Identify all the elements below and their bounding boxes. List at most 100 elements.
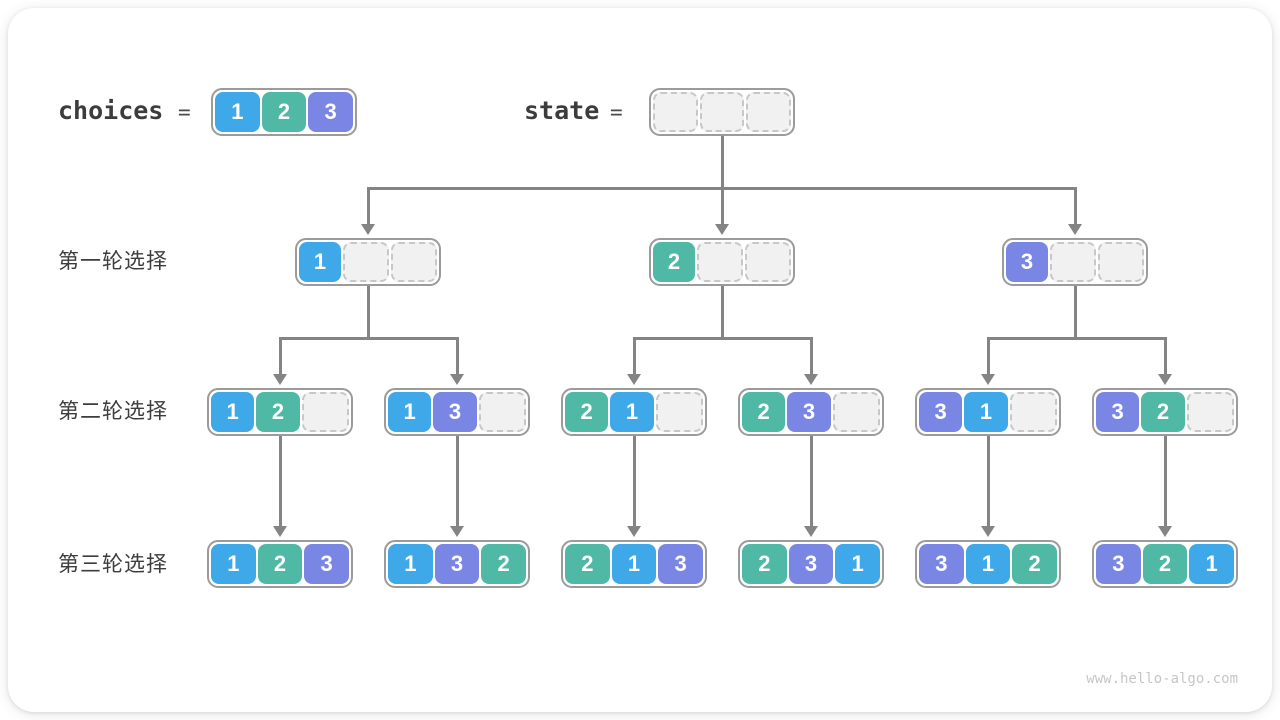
array-box-round1-node0: 1 [295, 238, 441, 286]
value-cell-3: 3 [304, 544, 350, 584]
empty-cell [1186, 392, 1234, 432]
round-1-label: 第一轮选择 [58, 250, 168, 273]
empty-cell [697, 242, 743, 282]
arrowhead-down-icon [981, 374, 995, 385]
value-cell-1: 1 [610, 392, 654, 432]
value-cell-1: 1 [965, 544, 1011, 584]
arrowhead-down-icon [450, 526, 464, 537]
arrowhead-down-icon [627, 526, 641, 537]
empty-cell [478, 392, 526, 432]
arrowhead-down-icon [273, 526, 287, 537]
value-cell-2: 2 [653, 242, 695, 282]
state-label: state [524, 96, 600, 125]
edge-line [986, 336, 1167, 340]
edge-line [986, 436, 990, 527]
value-cell-2: 2 [565, 544, 610, 584]
empty-cell [1050, 242, 1096, 282]
value-cell-1: 1 [611, 544, 657, 584]
arrowhead-down-icon [361, 224, 375, 235]
value-cell-1: 1 [964, 392, 1008, 432]
arrowhead-down-icon [1158, 374, 1172, 385]
edge-line [720, 286, 724, 340]
value-cell-3: 3 [1096, 392, 1140, 432]
state-array-box [649, 88, 795, 136]
choices-equals-sign: = [178, 100, 191, 124]
value-cell-2: 2 [1012, 544, 1058, 584]
empty-cell [1009, 392, 1057, 432]
choices-label: choices [58, 96, 164, 125]
value-cell-2: 2 [261, 92, 307, 132]
arrowhead-down-icon [981, 526, 995, 537]
value-cell-3: 3 [1006, 242, 1048, 282]
empty-cell [343, 242, 389, 282]
value-cell-2: 2 [257, 544, 303, 584]
value-cell-2: 2 [742, 544, 787, 584]
edge-line [809, 436, 813, 527]
value-cell-3: 3 [919, 544, 964, 584]
edge-line [366, 286, 370, 340]
array-box-round1-node1: 2 [649, 238, 795, 286]
empty-cell [745, 242, 791, 282]
edge-line [278, 436, 282, 527]
value-cell-3: 3 [787, 392, 831, 432]
value-cell-3: 3 [919, 392, 963, 432]
edge-line [1073, 286, 1077, 340]
arrowhead-down-icon [273, 374, 287, 385]
value-cell-1: 1 [215, 92, 260, 132]
arrowhead-down-icon [450, 374, 464, 385]
arrowhead-down-icon [804, 526, 818, 537]
value-cell-1: 1 [388, 392, 432, 432]
edge-line [632, 336, 813, 340]
edge-line [632, 436, 636, 527]
edge-line [809, 338, 813, 375]
value-cell-2: 2 [1141, 392, 1185, 432]
empty-cell [301, 392, 349, 432]
edge-line [366, 188, 370, 225]
array-box-round1-node2: 3 [1002, 238, 1148, 286]
edge-line [278, 336, 459, 340]
arrowhead-down-icon [627, 374, 641, 385]
value-cell-2: 2 [1142, 544, 1188, 584]
edge-line [455, 436, 459, 527]
arrowhead-down-icon [715, 224, 729, 235]
edge-line [1163, 436, 1167, 527]
edge-line [278, 338, 282, 375]
empty-cell [1098, 242, 1144, 282]
value-cell-1: 1 [835, 544, 881, 584]
edge-line [455, 338, 459, 375]
edge-line [1163, 338, 1167, 375]
empty-cell [746, 92, 792, 132]
arrowhead-down-icon [1158, 526, 1172, 537]
empty-cell [391, 242, 437, 282]
arrowhead-down-icon [804, 374, 818, 385]
value-cell-2: 2 [565, 392, 609, 432]
value-cell-1: 1 [211, 392, 255, 432]
value-cell-3: 3 [658, 544, 704, 584]
value-cell-3: 3 [788, 544, 834, 584]
value-cell-2: 2 [481, 544, 527, 584]
empty-cell [699, 92, 745, 132]
empty-cell [653, 92, 698, 132]
value-cell-2: 2 [742, 392, 786, 432]
value-cell-1: 1 [388, 544, 433, 584]
watermark-text: www.hello-algo.com [1086, 671, 1238, 687]
edge-line [366, 186, 1077, 190]
value-cell-2: 2 [256, 392, 300, 432]
value-cell-3: 3 [308, 92, 354, 132]
round-3-label: 第三轮选择 [58, 553, 168, 576]
edge-line [632, 338, 636, 375]
value-cell-1: 1 [211, 544, 256, 584]
